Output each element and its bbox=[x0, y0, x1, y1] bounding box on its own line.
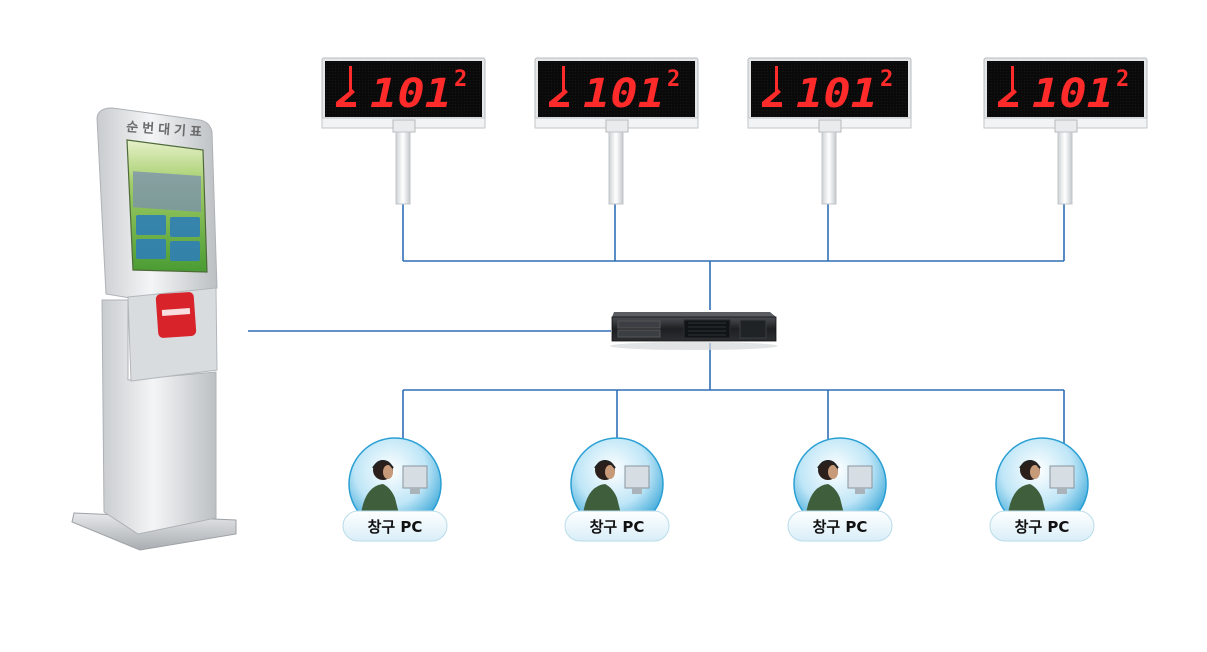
operator-face bbox=[383, 465, 393, 479]
label-pill bbox=[787, 510, 893, 542]
display-board: 101 2 bbox=[321, 57, 486, 205]
display-board: 101 2 bbox=[747, 57, 912, 205]
server bbox=[610, 312, 778, 350]
server-vent bbox=[683, 319, 731, 339]
kiosk-screen-buttons bbox=[136, 215, 200, 261]
operator-figure bbox=[1008, 484, 1046, 514]
display-board: 101 2 bbox=[983, 57, 1148, 205]
monitor-icon bbox=[847, 465, 873, 489]
display-board: 101 2 bbox=[534, 57, 699, 205]
label-pill bbox=[342, 510, 448, 542]
pc-label: 창구 PC bbox=[368, 518, 423, 536]
label-pill bbox=[989, 510, 1095, 542]
display-number: 101 bbox=[370, 71, 452, 117]
kiosk-printer-slot bbox=[161, 308, 191, 316]
server-grille bbox=[688, 322, 726, 336]
operator-figure bbox=[806, 484, 844, 514]
window-pc: 창구 PC bbox=[989, 437, 1095, 542]
display-window-number: 2 bbox=[667, 67, 680, 92]
display-number: 101 bbox=[796, 71, 878, 117]
monitor-icon bbox=[624, 465, 650, 489]
server-drive-bay bbox=[617, 329, 661, 338]
display-window-number: 2 bbox=[1116, 67, 1129, 92]
arrow-icon bbox=[336, 66, 356, 107]
headset-icon bbox=[1019, 460, 1041, 469]
server-top bbox=[612, 312, 776, 317]
operator-face bbox=[1030, 465, 1040, 479]
window-pc: 창구 PC bbox=[342, 437, 448, 542]
headset-icon bbox=[594, 460, 616, 469]
display-number: 101 bbox=[583, 71, 665, 117]
pc-label: 창구 PC bbox=[590, 518, 645, 536]
operator-face bbox=[605, 465, 615, 479]
kiosk: 순번대기표 bbox=[71, 107, 237, 551]
arrow-icon bbox=[549, 66, 569, 107]
label-pill bbox=[564, 510, 670, 542]
operator-figure bbox=[361, 484, 399, 514]
display-number: 101 bbox=[1032, 71, 1114, 117]
connector-lines bbox=[248, 200, 1065, 446]
headset-icon bbox=[372, 460, 394, 469]
kiosk-pedestal bbox=[101, 299, 217, 535]
monitor-stand bbox=[855, 488, 865, 494]
display-boards: 101 2 101 2 101 bbox=[321, 57, 1148, 205]
monitor-stand bbox=[632, 488, 642, 494]
monitor-icon bbox=[402, 465, 428, 489]
display-window-number: 2 bbox=[454, 67, 467, 92]
arrow-icon bbox=[762, 66, 782, 107]
pc-label: 창구 PC bbox=[1015, 518, 1070, 536]
operator-face bbox=[828, 465, 838, 479]
pc-label: 창구 PC bbox=[813, 518, 868, 536]
display-window-number: 2 bbox=[880, 67, 893, 92]
monitor-stand bbox=[1057, 488, 1067, 494]
server-handle bbox=[739, 319, 767, 339]
window-pcs: 창구 PC 창구 PC 창구 PC bbox=[342, 437, 1095, 542]
window-pc: 창구 PC bbox=[564, 437, 670, 542]
operator-figure bbox=[583, 484, 621, 514]
arrow-icon bbox=[998, 66, 1018, 107]
kiosk-screen-photo bbox=[133, 171, 201, 213]
window-pc: 창구 PC bbox=[787, 437, 893, 542]
monitor-icon bbox=[1049, 465, 1075, 489]
kiosk-title: 순번대기표 bbox=[126, 120, 207, 141]
headset-icon bbox=[817, 460, 839, 469]
monitor-stand bbox=[410, 488, 420, 494]
server-drive-bay bbox=[617, 320, 661, 329]
server-shadow bbox=[610, 342, 778, 350]
